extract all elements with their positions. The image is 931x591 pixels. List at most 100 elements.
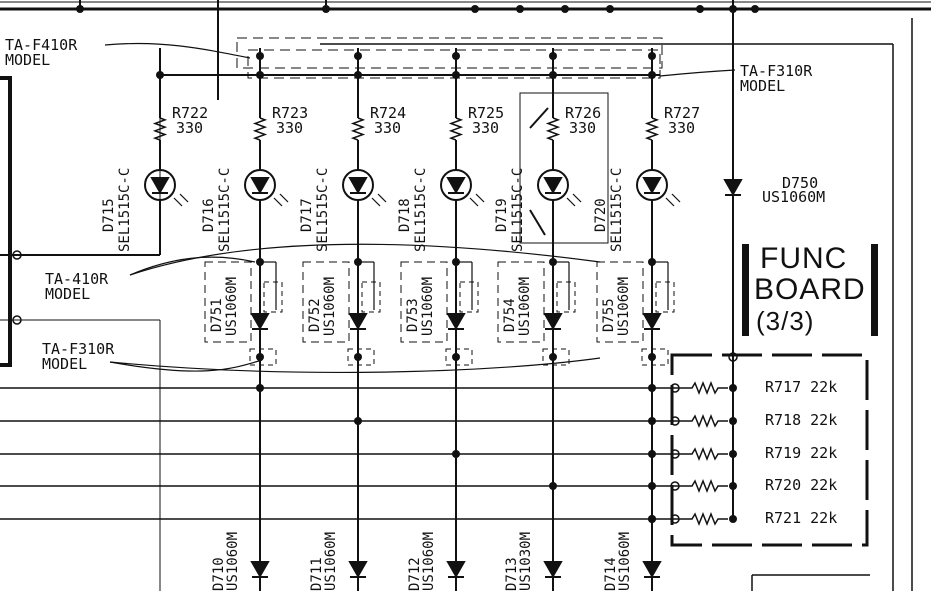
diode-d752-icon xyxy=(348,313,368,331)
led-part-2: SEL1515C-C xyxy=(217,167,233,252)
arrow-ta-410r xyxy=(129,256,256,276)
led-part-4: SEL1515C-C xyxy=(413,167,429,252)
annotation-arrow-icon xyxy=(529,209,546,236)
light-ray-icon xyxy=(475,193,485,203)
optional-area-1 xyxy=(302,261,350,343)
led-ref-3: D717 xyxy=(299,198,315,232)
led-ref-4: D718 xyxy=(397,198,413,232)
board-title-line1: FUNC xyxy=(760,242,848,275)
highlight-box xyxy=(519,92,609,244)
led-ref-1: D715 xyxy=(101,198,117,232)
opt-junction-bottom-2 xyxy=(452,353,460,361)
diode-d751-icon xyxy=(250,313,270,331)
light-ray-icon xyxy=(371,197,381,207)
diode-d711-icon xyxy=(348,561,368,579)
bus-junction-2 xyxy=(471,5,479,13)
light-ray-icon xyxy=(469,197,479,207)
top-junction-3 xyxy=(452,52,460,60)
optional-diode-ref-2: D752 xyxy=(307,298,323,332)
pullup-label-4: R720 22k xyxy=(765,476,838,494)
resistor-r725 xyxy=(448,117,464,141)
diode-d753-icon xyxy=(446,313,466,331)
led-part-5: SEL1515C-C xyxy=(510,167,526,252)
bus-junction-1 xyxy=(322,5,330,13)
bottom-diode-part-2: US1060M xyxy=(323,531,339,591)
label-ta-f310r-model-top: TA-F310R MODEL xyxy=(740,62,813,95)
led-ref-6: D720 xyxy=(593,198,609,232)
diode-d754-icon xyxy=(543,313,563,331)
pullup-resistor-r720 xyxy=(680,478,728,494)
d750-ref: D750 xyxy=(782,174,819,192)
diode-d714-icon xyxy=(642,561,662,579)
board-title-line2: BOARD xyxy=(754,273,866,306)
resistor-value-5: 330 xyxy=(569,119,597,137)
optional-area-2 xyxy=(400,261,448,343)
bus-junction-led-3 xyxy=(452,71,460,79)
resistor-r723 xyxy=(252,117,268,141)
diode-d710-icon xyxy=(250,561,270,579)
board-title: FUNC BOARD (3/3) xyxy=(742,244,878,336)
resistor-value-4: 330 xyxy=(472,119,500,137)
bottom-diode-part-5: US1060M xyxy=(617,531,633,591)
bus-junction-led-1 xyxy=(256,71,264,79)
bus-junction-3 xyxy=(516,5,524,13)
diode-d713-icon xyxy=(543,561,563,579)
light-ray-icon xyxy=(572,193,582,203)
bus-junction-led-5 xyxy=(648,71,656,79)
bus-junction-led-2 xyxy=(354,71,362,79)
bottom-diode-part-3: US1060M xyxy=(421,531,437,591)
resistor-ref-2: R723 xyxy=(272,104,309,122)
pullup-label-5: R721 22k xyxy=(765,509,838,527)
arrow-ta-410r-far xyxy=(129,243,601,276)
bottom-diode-ref-4: D713 xyxy=(504,557,520,591)
light-ray-icon xyxy=(179,193,189,203)
led-ref-5: D719 xyxy=(494,198,510,232)
arrow-ta-f310r-top xyxy=(659,69,736,77)
optional-diode-ref-4: D754 xyxy=(502,298,518,332)
bottom-diode-part-4: US1030M xyxy=(518,531,534,591)
top-junction-4 xyxy=(549,52,557,60)
resistor-ref-3: R724 xyxy=(370,104,407,122)
top-junction-1 xyxy=(256,52,264,60)
pullup-label-2: R718 22k xyxy=(765,411,838,429)
pullup-resistor-r719 xyxy=(680,446,728,462)
diode-d755-icon xyxy=(642,313,662,331)
bus-junction-6 xyxy=(696,5,704,13)
light-ray-icon xyxy=(377,193,387,203)
optional-diode-part-4: US1060M xyxy=(517,276,533,336)
led-ref-2: D716 xyxy=(201,198,217,232)
led-part-3: SEL1515C-C xyxy=(315,167,331,252)
light-ray-icon xyxy=(173,197,183,207)
optional-area-0 xyxy=(204,261,252,343)
optional-diode-ref-3: D753 xyxy=(405,298,421,332)
resistor-value-6: 330 xyxy=(668,119,696,137)
light-ray-icon xyxy=(273,197,283,207)
bottom-diode-ref-2: D711 xyxy=(309,557,325,591)
board-title-line3: (3/3) xyxy=(756,306,815,336)
bottom-diode-ref-5: D714 xyxy=(603,557,619,591)
arrow-ta-f310r-bottom xyxy=(109,359,263,372)
bus-junction-5 xyxy=(606,5,614,13)
optional-diode-ref-1: D751 xyxy=(209,298,225,332)
optional-diode-part-5: US1060M xyxy=(616,276,632,336)
resistor-value-1: 330 xyxy=(176,119,204,137)
opt-junction-bottom-4 xyxy=(648,353,656,361)
resistor-r726 xyxy=(545,117,561,141)
pullup-resistor-r718 xyxy=(680,413,728,429)
bottom-diode-part-1: US1060M xyxy=(225,531,241,591)
label-ta-410r-model: TA-410R MODEL xyxy=(45,270,109,303)
bottom-diode-ref-3: D712 xyxy=(407,557,423,591)
label-ta-f310r-model-bottom: TA-F310R MODEL xyxy=(42,340,115,373)
diode-d712-icon xyxy=(446,561,466,579)
bus-junction-8 xyxy=(751,5,759,13)
bus-junction-led-4 xyxy=(549,71,557,79)
bus-junction-0 xyxy=(76,5,84,13)
led-part-6: SEL1515C-C xyxy=(609,167,625,252)
resistor-ref-1: R722 xyxy=(172,104,209,122)
resistor-ref-4: R725 xyxy=(468,104,505,122)
optional-diode-part-1: US1060M xyxy=(224,276,240,336)
pullup-resistor-r721 xyxy=(680,511,728,527)
pullup-label-1: R717 22k xyxy=(765,378,838,396)
bus-junction-4 xyxy=(561,5,569,13)
